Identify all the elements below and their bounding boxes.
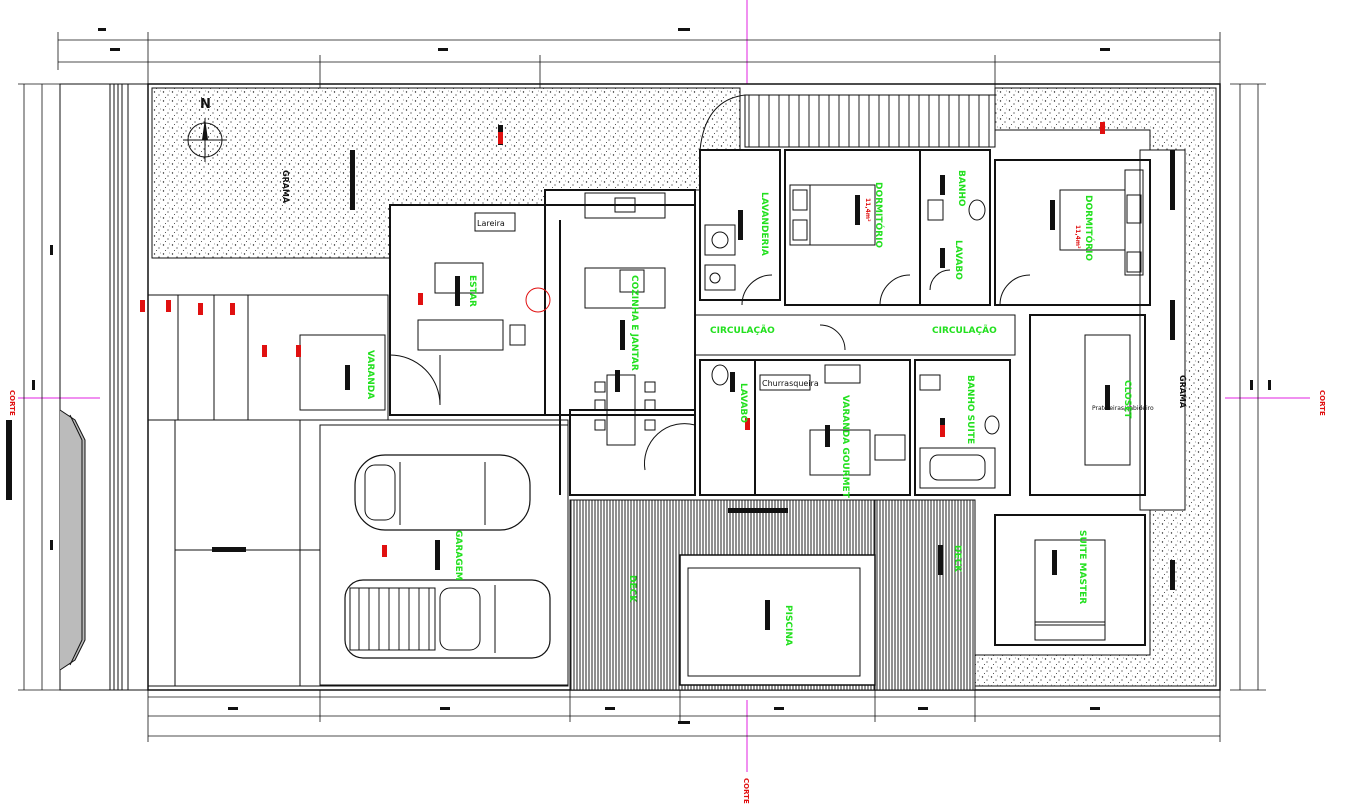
room-label-piscina: PISCINA <box>783 605 793 646</box>
north-label: N <box>200 97 211 112</box>
room-label-lavabo-top: LAVABO <box>953 240 963 280</box>
room-label-circulacao-2: CIRCULAÇÃO <box>932 325 997 336</box>
room-label-banho-suite: BANHO SUITE <box>965 375 975 444</box>
room-label-varanda-gourmet: VARANDA GOURMET <box>840 395 850 499</box>
room-label-banho: BANHO <box>956 170 966 207</box>
room-label-lavanderia: LAVANDERIA <box>759 192 769 256</box>
room-label-grama-top: GRAMA <box>281 170 290 204</box>
lareira-label: Lareira <box>477 219 505 228</box>
churrasqueira-label: Churrasqueira <box>762 379 819 388</box>
room-label-varanda: VARANDA <box>365 350 375 399</box>
car-suv-icon <box>354 454 531 531</box>
room-label-suite-master: SUITE MASTER <box>1077 530 1087 604</box>
room-label-dormitorio-2: DORMITÓRIO <box>1083 195 1095 261</box>
room-label-deck-1: DECK <box>627 575 637 603</box>
closet-note: Prateleiras/cabideiro <box>1092 405 1154 412</box>
section-mark-bottom: CORTE <box>742 778 750 804</box>
room-label-estar: ESTAR <box>467 275 477 307</box>
room-label-grama-right: GRAMA <box>1178 375 1187 409</box>
dimension-lines-top <box>57 28 1221 92</box>
room-label-cozinha: COZINHA E JANTAR <box>629 275 639 371</box>
car-pickup-icon <box>344 579 551 659</box>
area-note-dormitorio-2: 11,4m² <box>1074 225 1081 249</box>
section-mark-right: CORTE <box>1318 390 1326 416</box>
room-label-closet: CLOSET <box>1122 380 1132 419</box>
room-label-dormitorio-1: DORMITÓRIO <box>873 182 885 248</box>
house-walls: Lareira <box>389 149 1154 646</box>
dimension-lines-left <box>6 83 60 691</box>
room-label-circulacao-1: CIRCULAÇÃO <box>710 325 775 336</box>
room-label-lavabo: LAVABO <box>738 383 748 423</box>
room-label-deck-2: DECK <box>952 545 962 573</box>
area-note-dormitorio-1: 11,4m² <box>864 198 871 222</box>
grass-top-area <box>151 87 741 259</box>
room-label-garagem: GARAGEM <box>453 530 463 581</box>
dimension-lines-bottom <box>147 690 1221 742</box>
dimension-lines-right <box>1230 83 1271 691</box>
north-compass: N <box>183 97 227 162</box>
section-mark-left: CORTE <box>8 390 16 416</box>
stairs <box>744 94 996 148</box>
